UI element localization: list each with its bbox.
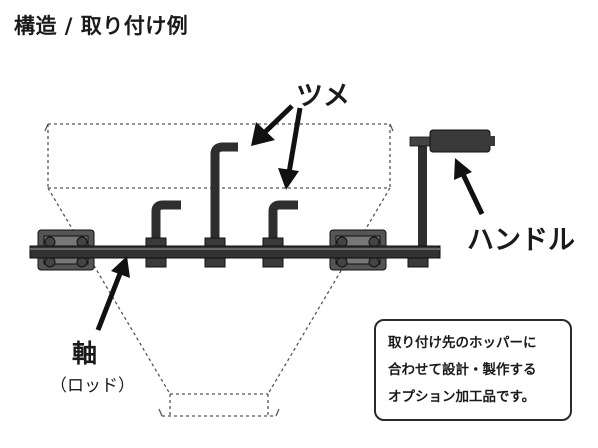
note-line: 合わせて設計・製作する [388, 362, 537, 378]
note-box: 取り付け先のホッパーに 合わせて設計・製作する オプション加工品です。 [374, 319, 572, 421]
handle-label: ハンドル [467, 225, 575, 256]
handle-assembly [409, 129, 495, 252]
claw-short-left [151, 200, 181, 243]
axis-rod [29, 245, 441, 259]
claw-label: ツメ [296, 81, 350, 112]
page-title: 構造 / 取り付け例 [14, 14, 189, 38]
axis-label: 軸 [72, 339, 98, 368]
callout-arrows [95, 104, 485, 331]
note-line: オプション加工品です。 [388, 389, 536, 405]
axis-sub-label: （ロッド） [50, 376, 135, 396]
claws [151, 142, 298, 243]
claw-tall [210, 142, 238, 243]
claw-short-right [268, 200, 298, 243]
note-line: 取り付け先のホッパーに [388, 335, 537, 351]
handle-grip [429, 129, 491, 153]
hopper-rim [44, 123, 394, 417]
